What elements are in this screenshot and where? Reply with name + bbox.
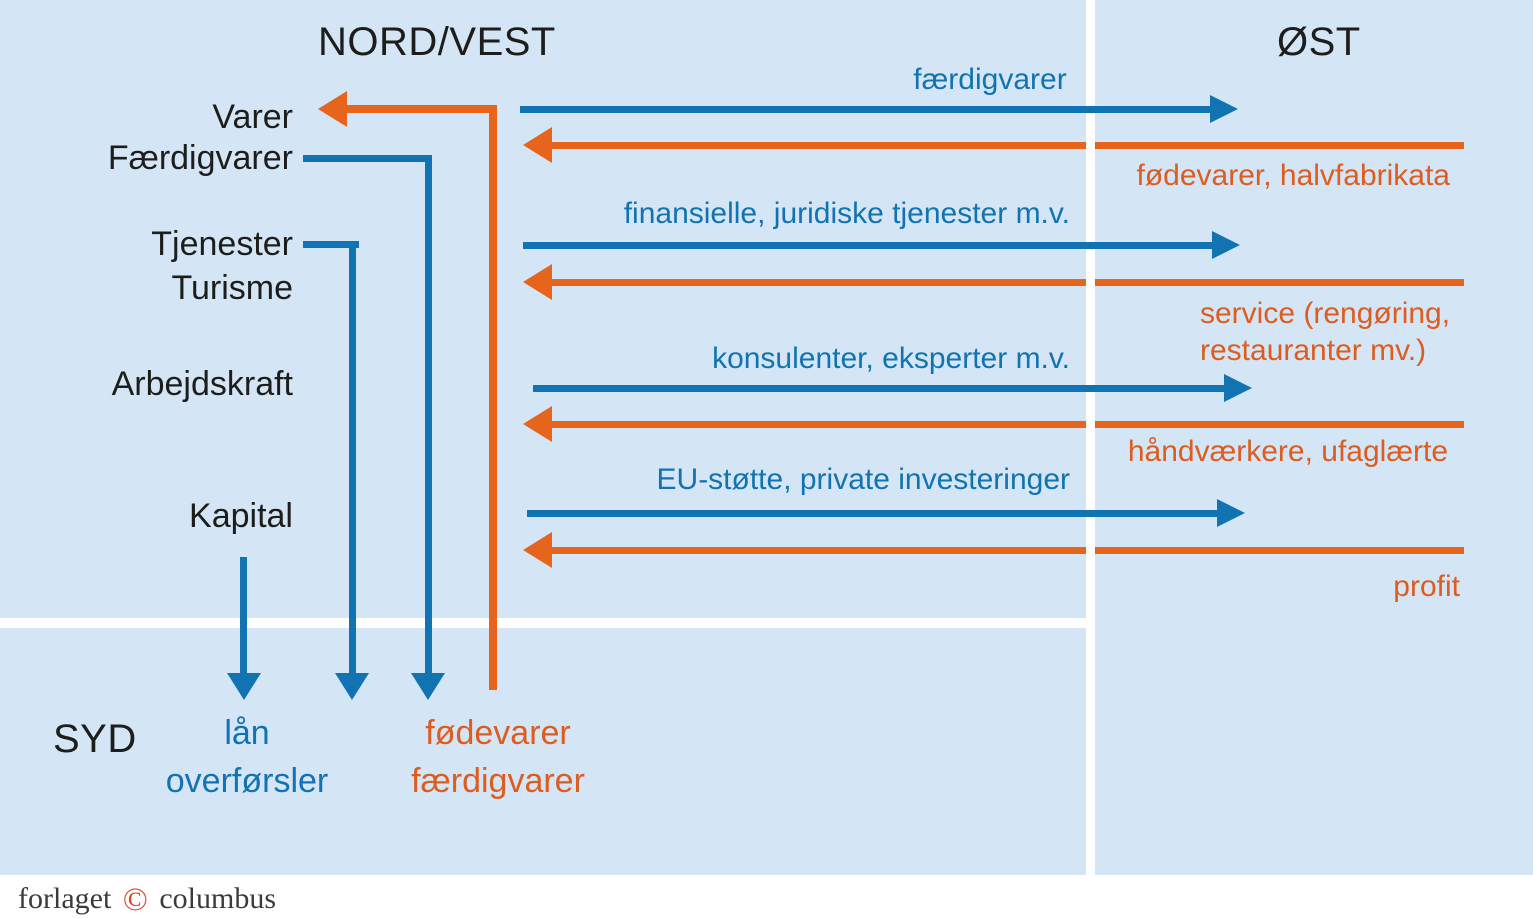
arrowhead-left-icon <box>523 532 552 568</box>
left-label-faerdigvarer: Færdigvarer <box>107 139 293 177</box>
flow-label-overfoersler: overførsler <box>165 762 329 800</box>
connector-line <box>303 155 432 162</box>
arrowhead-down-icon <box>227 673 261 700</box>
copyright-icon: © <box>122 882 148 918</box>
arrow-line-vertical <box>489 105 497 690</box>
arrowhead-left-icon <box>523 264 552 300</box>
arrowhead-left-icon <box>523 127 552 163</box>
arrow-line <box>523 242 1212 249</box>
connector-line-vertical <box>349 241 356 673</box>
publisher-logo: forlaget © columbus <box>18 882 276 918</box>
arrow-line <box>347 105 497 113</box>
flow-label-profit: profit <box>1393 570 1460 603</box>
connector-line-vertical <box>425 155 432 673</box>
publisher-name-part1: forlaget <box>18 882 112 915</box>
connector-line <box>303 241 359 248</box>
region-south-bg <box>0 628 1086 875</box>
arrow-line <box>527 510 1217 517</box>
arrowhead-left-icon <box>318 91 347 127</box>
left-label-tjenester: Tjenester <box>151 225 293 263</box>
arrowhead-down-icon <box>335 673 369 700</box>
flow-label-service-line1: service (rengøring, <box>1200 297 1451 330</box>
arrowhead-down-icon <box>411 673 445 700</box>
arrowhead-right-icon <box>1217 499 1245 527</box>
flow-label-haandvaerkere: håndværkere, ufaglærte <box>1127 435 1448 468</box>
region-title-south: SYD <box>53 717 137 761</box>
flow-label-eu-stoette: EU-støtte, private investeringer <box>656 463 1070 496</box>
arrow-line <box>552 421 1464 428</box>
arrow-line <box>552 547 1464 554</box>
region-title-northwest: NORD/VEST <box>318 20 556 64</box>
arrow-line <box>520 106 1210 113</box>
arrowhead-right-icon <box>1212 231 1240 259</box>
left-label-varer: Varer <box>212 98 293 136</box>
flow-label-service-line2: restauranter mv.) <box>1200 334 1427 367</box>
flow-label-faerdigvarer: færdigvarer <box>913 63 1067 96</box>
flow-label-konsulenter: konsulenter, eksperter m.v. <box>712 342 1070 375</box>
left-label-turisme: Turisme <box>171 269 293 307</box>
left-label-arbejdskraft: Arbejdskraft <box>111 365 293 403</box>
flow-label-faerdigvarer-syd: færdigvarer <box>411 762 585 800</box>
arrow-line <box>552 142 1464 149</box>
arrow-line <box>552 279 1464 286</box>
flow-label-laan: lån <box>224 714 270 752</box>
region-title-east: ØST <box>1277 20 1361 64</box>
flow-label-foedevarer-syd: fødevarer <box>425 714 571 752</box>
arrowhead-left-icon <box>523 406 552 442</box>
flow-label-finansielle: finansielle, juridiske tjenester m.v. <box>623 197 1070 230</box>
publisher-name-part2: columbus <box>159 882 277 915</box>
arrowhead-right-icon <box>1210 95 1238 123</box>
arrowhead-right-icon <box>1224 374 1252 402</box>
connector-line-vertical <box>240 557 247 673</box>
arrow-line <box>533 385 1224 392</box>
region-divider-vertical <box>1086 0 1095 875</box>
left-label-kapital: Kapital <box>189 497 293 535</box>
flow-label-foedevarer-halvfabrikata: fødevarer, halvfabrikata <box>1136 159 1451 192</box>
